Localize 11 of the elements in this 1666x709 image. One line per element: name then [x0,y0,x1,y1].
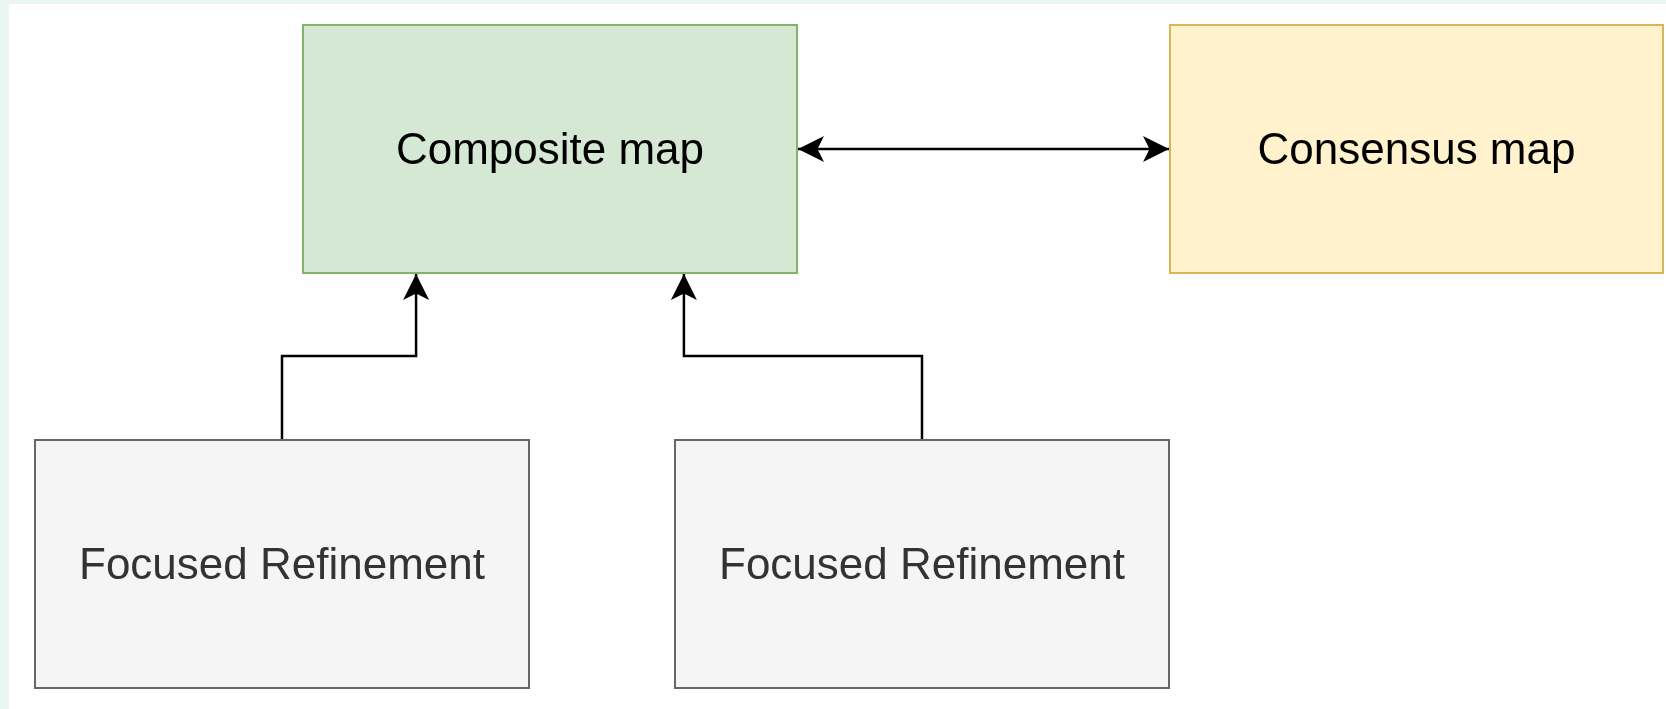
arrow [670,274,924,439]
box-label: Composite map [395,123,705,175]
process-box [34,439,530,689]
process-box [1169,24,1664,274]
box-label: Consensus map [1257,123,1576,175]
box-label: Focused Refinement [719,538,1125,590]
process-box [302,24,798,274]
arrow [798,136,1169,162]
arrow [280,274,430,439]
box-label: Focused Refinement [79,538,485,590]
process-box [674,439,1170,689]
